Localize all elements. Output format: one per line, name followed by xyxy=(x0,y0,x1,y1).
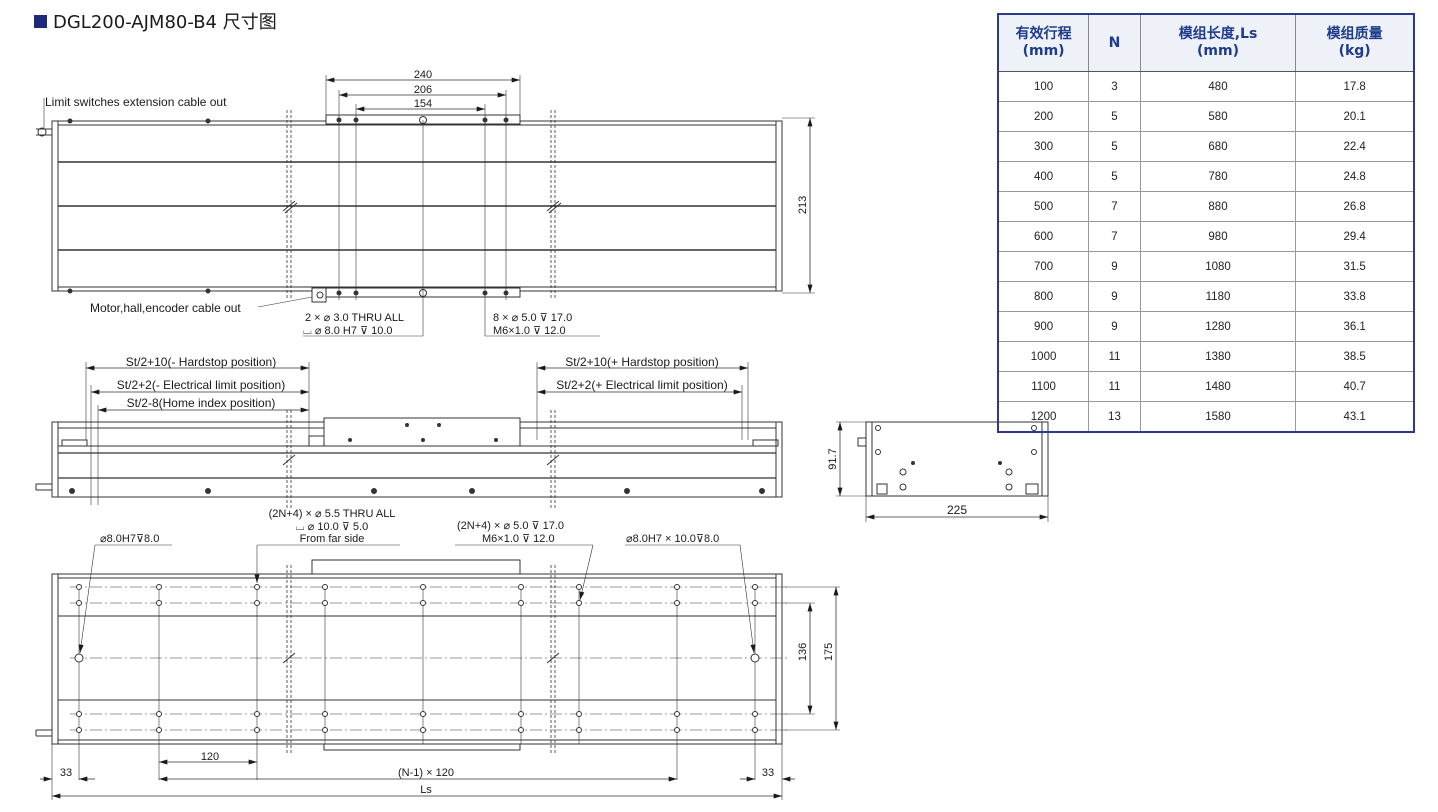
svg-text:175: 175 xyxy=(823,643,835,661)
svg-text:⌀8.0H7⊽8.0: ⌀8.0H7⊽8.0 xyxy=(100,533,159,545)
svg-text:213: 213 xyxy=(797,196,809,214)
svg-text:33: 33 xyxy=(60,767,72,779)
svg-text:St/2+10(- Hardstop position): St/2+10(- Hardstop position) xyxy=(126,355,276,369)
svg-text:Limit switches extension cable: Limit switches extension cable out xyxy=(45,95,227,109)
svg-text:St/2+2(- Electrical limit posi: St/2+2(- Electrical limit position) xyxy=(117,378,285,392)
title-square-icon xyxy=(34,14,47,28)
header-stroke: 有效行程(mm) xyxy=(997,13,1090,72)
top-view xyxy=(36,75,815,337)
side-view xyxy=(35,362,783,510)
svg-text:2 × ⌀ 3.0 THRU ALL: 2 × ⌀ 3.0 THRU ALL xyxy=(305,312,404,324)
header-mass: 模组质量(kg) xyxy=(1295,13,1415,72)
svg-text:225: 225 xyxy=(947,503,967,517)
svg-text:33: 33 xyxy=(762,767,774,779)
svg-text:Ls: Ls xyxy=(420,784,432,796)
side-view-labels: St/2+10(- Hardstop position) St/2+2(- El… xyxy=(117,355,728,410)
svg-text:8 × ⌀ 5.0 ⊽ 17.0: 8 × ⌀ 5.0 ⊽ 17.0 xyxy=(493,312,572,324)
bottom-view-labels: ⌀8.0H7⊽8.0 (2N+4) × ⌀ 5.5 THRU ALL ⌴ ⌀ 1… xyxy=(60,508,835,796)
header-length: 模组长度,Ls(mm) xyxy=(1139,13,1297,72)
svg-text:M6×1.0 ⊽ 12.0: M6×1.0 ⊽ 12.0 xyxy=(482,533,555,545)
svg-text:91.7: 91.7 xyxy=(827,448,839,469)
svg-text:⌀8.0H7 × 10.0⊽8.0: ⌀8.0H7 × 10.0⊽8.0 xyxy=(626,533,719,545)
svg-text:⌴ ⌀ 10.0 ⊽ 5.0: ⌴ ⌀ 10.0 ⊽ 5.0 xyxy=(296,521,368,533)
header-n: N xyxy=(1088,13,1141,72)
title-text: DGL200-AJM80-B4 尺寸图 xyxy=(53,12,277,33)
svg-text:206: 206 xyxy=(414,84,432,96)
svg-text:(2N+4) × ⌀ 5.0 ⊽ 17.0: (2N+4) × ⌀ 5.0 ⊽ 17.0 xyxy=(457,520,564,532)
svg-text:(N-1) × 120: (N-1) × 120 xyxy=(398,767,454,779)
svg-text:136: 136 xyxy=(797,643,809,661)
svg-text:120: 120 xyxy=(201,751,219,763)
svg-text:⌴ ⌀ 8.0 H7 ⊽ 10.0: ⌴ ⌀ 8.0 H7 ⊽ 10.0 xyxy=(303,325,393,337)
bottom-view xyxy=(35,544,840,800)
svg-text:(2N+4) × ⌀ 5.5 THRU ALL: (2N+4) × ⌀ 5.5 THRU ALL xyxy=(269,508,396,520)
svg-text:154: 154 xyxy=(414,98,432,110)
svg-text:M6×1.0 ⊽ 12.0: M6×1.0 ⊽ 12.0 xyxy=(493,325,566,337)
page-title: DGL200-AJM80-B4 尺寸图 xyxy=(34,8,277,34)
svg-text:From far side: From far side xyxy=(300,533,365,545)
end-view xyxy=(836,421,1049,522)
svg-text:St/2+2(+ Electrical limit posi: St/2+2(+ Electrical limit position) xyxy=(556,378,727,392)
svg-text:240: 240 xyxy=(414,69,432,81)
end-view-labels: 91.7 225 xyxy=(827,448,967,517)
spec-table-header: 有效行程(mm) N 模组长度,Ls(mm) 模组质量(kg) xyxy=(997,13,1415,72)
svg-text:Motor,hall,encoder cable out: Motor,hall,encoder cable out xyxy=(90,301,241,315)
svg-text:St/2-8(Home index position): St/2-8(Home index position) xyxy=(127,396,276,410)
top-view-labels: 240 206 154 Limit switches extension cab… xyxy=(45,69,809,337)
svg-text:St/2+10(+ Hardstop position): St/2+10(+ Hardstop position) xyxy=(565,355,718,369)
